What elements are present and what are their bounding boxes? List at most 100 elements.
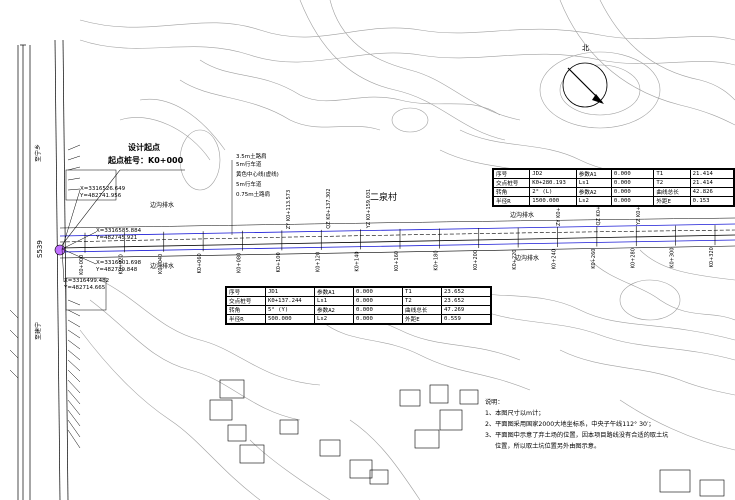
svg-text:5m行车道: 5m行车道 [236, 180, 262, 188]
svg-text:X=3316501.698: X=3316501.698 [96, 260, 142, 266]
table-cell: 参数A2 [575, 187, 612, 197]
svg-text:5m行车道: 5m行车道 [236, 160, 262, 168]
section-notes: 3.5m土路肩 5m行车道 黄色中心线(虚线) 5m行车道 0.75m土路肩 [231, 152, 279, 235]
table-cell: 21.414 [689, 169, 735, 179]
drainage-label-2: 边沟排水 [150, 262, 174, 270]
north-arrow [562, 62, 608, 108]
station-label: K0+060 [197, 253, 203, 273]
highway-code-label: S539 [36, 240, 44, 258]
svg-text:Y=482739.848: Y=482739.848 [95, 267, 138, 273]
station-label: K0+180 [433, 250, 439, 270]
drawing-notes: 说明： 1、本图尺寸以m计； 2、平面图采用国家2000大地坐标系，中央子午线1… [485, 397, 730, 452]
table-cell: 0.000 [353, 314, 403, 324]
table-cell: 2° (L) [529, 187, 577, 197]
station-label: K0+200 [473, 250, 479, 270]
svg-text:X=3316585.884: X=3316585.884 [96, 228, 142, 234]
table-cell: 1500.000 [529, 196, 577, 206]
table-cell: 0.153 [689, 196, 735, 206]
station-label: K0+260 [591, 249, 597, 269]
table-cell: 参数A1 [314, 287, 354, 297]
table-cell: T1 [402, 287, 442, 297]
notes-title: 说明： [485, 399, 504, 406]
table-cell: JD2 [529, 169, 577, 179]
table-cell: 0.000 [610, 196, 655, 206]
station-label: K0+040 [158, 254, 164, 274]
station-label: K0+020 [118, 254, 124, 274]
svg-text:黄色中心线(虚线): 黄色中心线(虚线) [236, 170, 279, 178]
village-label: 二泉村 [370, 191, 397, 203]
slope-hatching [9, 144, 81, 449]
table-cell: 500.000 [265, 314, 315, 324]
table-cell: 47.269 [441, 305, 491, 315]
curve-point-label: YZ K0+159.031 [366, 189, 372, 229]
table-cell: 42.826 [689, 187, 735, 197]
highway-s539 [17, 39, 69, 500]
station-label: K0+160 [394, 251, 400, 271]
table-cell: 序号 [226, 287, 266, 297]
note-item: 3、平面图中示意了弃土场的位置，因本项目路线没有合适的取土坑 [485, 432, 669, 439]
svg-text:Y=482741.956: Y=482741.956 [79, 193, 122, 199]
svg-text:3.5m土路肩: 3.5m土路肩 [236, 152, 267, 160]
highway-place-top-label: 至宁乡 [34, 144, 42, 162]
svg-text:X=3316526.649: X=3316526.649 [80, 186, 126, 192]
start-station: 起点桩号：K0+000 [107, 155, 184, 165]
table-cell: 0.000 [353, 296, 403, 306]
table-cell: 0.559 [441, 314, 491, 324]
table-cell: Ls2 [314, 314, 354, 324]
table-cell: 参数A1 [575, 169, 612, 179]
table-cell: 0.000 [353, 287, 403, 297]
table-cell: 5° (Y) [265, 305, 315, 315]
curve-point-label: QZ K0+137.302 [326, 188, 332, 228]
table-cell: 交点桩号 [226, 296, 266, 306]
station-label: K0+220 [512, 250, 518, 270]
svg-text:Y=482714.665: Y=482714.665 [63, 285, 106, 291]
drainage-label-1: 边沟排水 [150, 201, 174, 209]
table-cell: 曲线总长 [653, 187, 691, 197]
table-cell: 外距E [402, 314, 442, 324]
station-label: K0+120 [315, 252, 321, 272]
svg-text:0.75m土路肩: 0.75m土路肩 [236, 190, 270, 198]
start-title: 设计起点 [128, 142, 160, 152]
station-label: K0+240 [552, 249, 558, 269]
table-cell: K0+280.193 [529, 178, 577, 188]
station-label: K0+300 [670, 248, 676, 268]
table-cell: 参数A2 [314, 305, 354, 315]
table-cell: JD1 [265, 287, 315, 297]
note-item: 2、平面图采用国家2000大地坐标系，中央子午线112° 30′； [485, 421, 655, 428]
table-cell: 外距E [653, 196, 691, 206]
drainage-label-3: 边沟排水 [510, 211, 534, 219]
drainage-label-4: 边沟排水 [515, 254, 539, 262]
note-item: 位置，所以取土坑位置另外由图示意。 [495, 443, 601, 450]
start-callout [61, 169, 185, 246]
table-cell: 序号 [492, 169, 531, 179]
start-point-marker [54, 244, 66, 256]
contour-lines [79, 0, 735, 500]
table-cell: 21.414 [689, 178, 735, 188]
svg-text:Y=482745.921: Y=482745.921 [95, 235, 137, 241]
coordinate-leaders [61, 169, 117, 311]
table-cell: 23.652 [441, 296, 491, 306]
svg-text:X=3316499.482: X=3316499.482 [64, 278, 109, 284]
table-cell: 交点桩号 [492, 178, 531, 188]
table-cell: Ls1 [314, 296, 354, 306]
table-cell: 半径R [492, 196, 531, 206]
station-label: K0+320 [709, 247, 715, 267]
table-cell: 23.652 [441, 287, 491, 297]
table-cell: 半径R [226, 314, 266, 324]
table-cell: 0.000 [610, 187, 655, 197]
table-cell: K0+137.244 [265, 296, 315, 306]
table-cell: 曲线总长 [402, 305, 442, 315]
table-cell: 0.000 [610, 169, 655, 179]
highway-place-bottom-label: 至建宁 [34, 322, 42, 340]
buildings [209, 379, 725, 497]
